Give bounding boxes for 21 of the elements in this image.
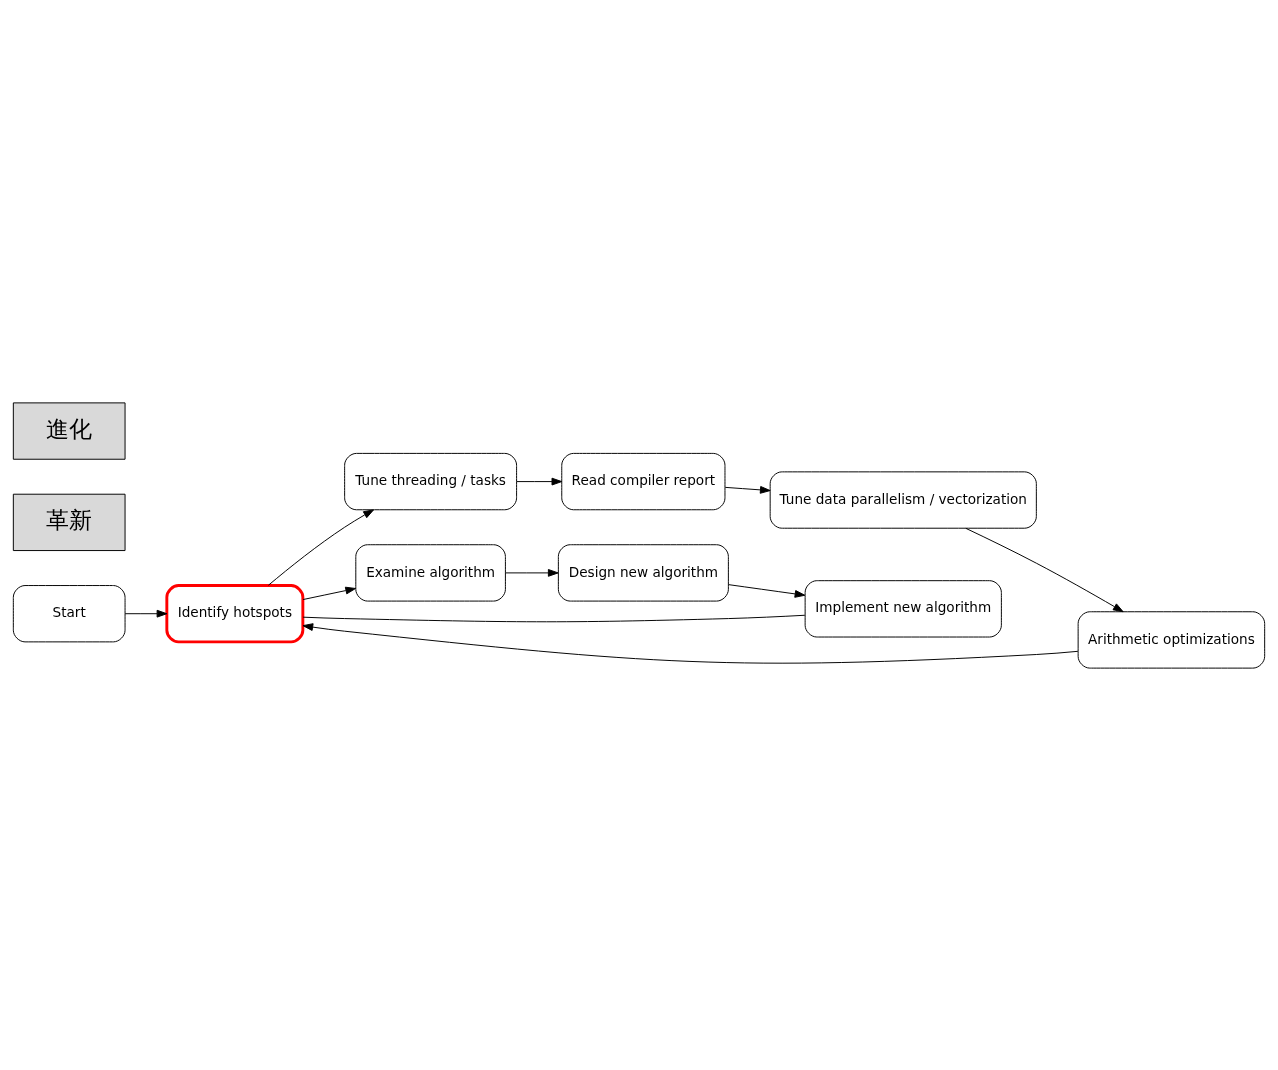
node-box: Arithmetic optimizations [1077, 610, 1266, 669]
arrow [965, 527, 1124, 612]
arrow [724, 485, 771, 494]
node-box: Examine algorithm [355, 543, 506, 602]
node-box: 進化 [12, 401, 126, 460]
arrow [505, 568, 559, 577]
node-box: Design new algorithm [557, 543, 729, 602]
node-box: Implement new algorithm [804, 579, 1002, 637]
arrow [302, 586, 357, 600]
arrow [302, 622, 1079, 664]
node-box: 革新 [12, 493, 126, 551]
connector [302, 614, 806, 622]
node-box: Start [12, 584, 126, 642]
node-box: Identify hotspots [165, 583, 305, 643]
arrow [124, 609, 168, 618]
arrow [516, 477, 563, 485]
node-box: Tune threading / tasks [344, 452, 518, 510]
node-box: Tune data parallelism / vectorization [769, 470, 1037, 529]
node-box: Read compiler report [561, 452, 726, 510]
arrow [727, 583, 806, 598]
arrow [268, 508, 374, 586]
